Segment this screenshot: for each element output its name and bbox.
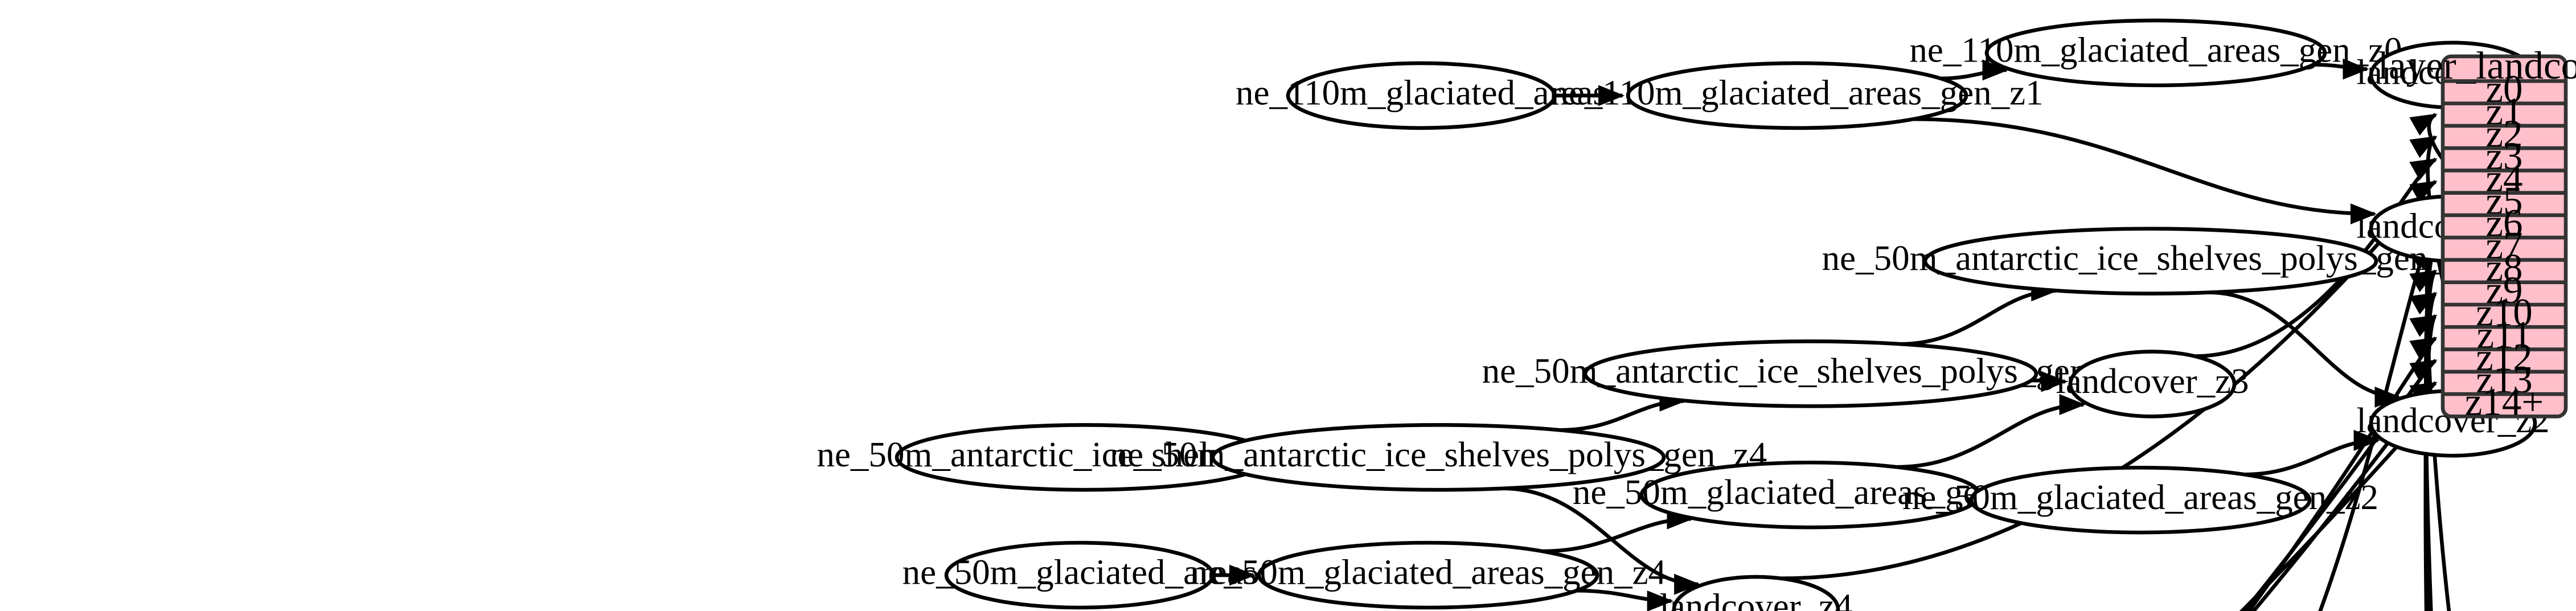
node-ne_110m_glaciated_areas[interactable]: ne_110m_glaciated_areas — [1236, 61, 1607, 130]
node-label-landcover_z4: landcover_z4 — [1659, 587, 1852, 611]
layer-table-row-z14+[interactable]: z14+ — [2465, 380, 2544, 424]
edge-osm_landcover_polygon-to-layer_landcover_z14_ — [2239, 403, 2438, 611]
node-label-ne_50m_glaciated_areas_gen_z2: ne_50m_glaciated_areas_gen_z2 — [1902, 477, 2378, 517]
edge-ne_50m_antarctic_ice_shelves_polys_gen_z4-to-ne_50m_antarctic_ice_shelves_polys_gen_z3 — [1560, 390, 1686, 432]
node-shape-ne_110m_glaciated_areas_gen_z1 — [1626, 61, 1968, 130]
node-label-ne_110m_glaciated_areas: ne_110m_glaciated_areas — [1236, 73, 1607, 113]
edge-ne_50m_antarctic_ice_shelves_polys_gen_z2-to-landcover_z2 — [2209, 290, 2401, 408]
node-label-ne_50m_glaciated_areas: ne_50m_glaciated_areas — [903, 552, 1257, 592]
node-ne_50m_antarctic_ice_shelves_polys_gen_z2[interactable]: ne_50m_antarctic_ice_shelves_polys_gen_z… — [1822, 227, 2480, 296]
nodes-layer: imposm3osm_landcover_polygonsimplify_vw_… — [817, 18, 2550, 611]
edge-ne_50m_glaciated_areas_gen_z4-to-landcover_z4 — [1577, 588, 1673, 611]
node-shape-ne_110m_glaciated_areas_gen_z0 — [1984, 18, 2327, 88]
node-ne_50m_glaciated_areas[interactable]: ne_50m_glaciated_areas — [903, 540, 1257, 610]
node-landcover_z4[interactable]: landcover_z4 — [1659, 575, 1853, 611]
layer-landcover-table: layer_landcoverz0z1z2z3z4z5z6z7z8z9z10z1… — [2378, 44, 2576, 424]
edge-ne_50m_glaciated_areas_gen_z4-to-ne_50m_glaciated_areas_gen_z3 — [1542, 508, 1693, 553]
node-ne_50m_antarctic_ice_shelves_polys_gen_z4[interactable]: ne_50m_antarctic_ice_shelves_polys_gen_z… — [1110, 423, 1767, 492]
edge-ne_110m_glaciated_areas_gen_z1-to-ne_110m_glaciated_areas_gen_z0 — [1941, 59, 2009, 81]
edge-ne_50m_antarctic_ice_shelves_polys_gen_z3-to-landcover_z3 — [2031, 371, 2068, 392]
edge-ne_50m_antarctic_ice_shelves_polys_gen_z4-to-landcover_z4 — [1503, 486, 1701, 595]
node-ne_110m_glaciated_areas_gen_z0[interactable]: ne_110m_glaciated_areas_gen_z0 — [1909, 18, 2402, 88]
node-ne_50m_glaciated_areas_gen_z4[interactable]: ne_50m_glaciated_areas_gen_z4 — [1190, 540, 1666, 610]
node-label-ne_50m_antarctic_ice_shelves_polys_gen_z4: ne_50m_antarctic_ice_shelves_polys_gen_z… — [1110, 434, 1767, 474]
edge-ne_110m_glaciated_areas_gen_z0-to-landcover_z0 — [2313, 58, 2369, 80]
edge-ne_110m_glaciated_areas_gen_z1-to-landcover_z1 — [1913, 117, 2377, 225]
node-label-ne_50m_antarctic_ice_shelves_polys_gen_z2: ne_50m_antarctic_ice_shelves_polys_gen_z… — [1822, 238, 2480, 278]
node-ne_50m_antarctic_ice_shelves_polys_gen_z3[interactable]: ne_50m_antarctic_ice_shelves_polys_gen_z… — [1482, 339, 2140, 408]
node-shape-ne_50m_antarctic_ice_shelves_polys_gen_z3 — [1583, 339, 2038, 408]
node-shape-ne_50m_glaciated_areas_gen_z4 — [1257, 540, 1599, 610]
node-ne_110m_glaciated_areas_gen_z1[interactable]: ne_110m_glaciated_areas_gen_z1 — [1550, 61, 2044, 130]
edge-osm_landcover_gen_z12-to-layer_landcover_z12 — [2242, 359, 2438, 611]
node-shape-ne_50m_antarctic_ice_shelves_polys_gen_z2 — [1923, 227, 2378, 296]
node-landcover_z3[interactable]: landcover_z3 — [2056, 350, 2249, 419]
node-ne_50m_glaciated_areas_gen_z3[interactable]: ne_50m_glaciated_areas_gen_z3 — [1573, 460, 2049, 530]
node-shape-ne_50m_glaciated_areas — [944, 540, 1215, 610]
node-shape-landcover_z3 — [2068, 350, 2237, 419]
edge-ne_50m_antarctic_ice_shelves_polys_gen_z3-to-ne_50m_antarctic_ice_shelves_polys_gen_z2 — [1900, 280, 2058, 346]
edges-layer — [1212, 58, 2534, 611]
node-ne_50m_glaciated_areas_gen_z2[interactable]: ne_50m_glaciated_areas_gen_z2 — [1902, 465, 2378, 535]
node-label-landcover_z3: landcover_z3 — [2056, 361, 2249, 401]
node-label-ne_110m_glaciated_areas_gen_z1: ne_110m_glaciated_areas_gen_z1 — [1550, 73, 2043, 113]
node-shape-landcover_z4 — [1672, 575, 1840, 611]
node-shape-ne_50m_glaciated_areas_gen_z2 — [1969, 465, 2312, 535]
node-label-ne_50m_antarctic_ice_shelves_polys_gen_z3: ne_50m_antarctic_ice_shelves_polys_gen_z… — [1482, 351, 2140, 391]
node-label-ne_50m_glaciated_areas_gen_z3: ne_50m_glaciated_areas_gen_z3 — [1573, 472, 2049, 512]
edge-osm_landcover_gen_z13-to-layer_landcover_z13 — [2251, 381, 2438, 611]
node-shape-ne_50m_antarctic_ice_shelves_polys_gen_z4 — [1211, 423, 1666, 492]
node-shape-ne_110m_glaciated_areas — [1286, 61, 1557, 130]
node-label-ne_50m_glaciated_areas_gen_z4: ne_50m_glaciated_areas_gen_z4 — [1190, 552, 1666, 592]
edge-ne_50m_glaciated_areas_gen_z3-to-landcover_z3 — [1897, 394, 2086, 469]
edge-ne_50m_glaciated_areas_gen_z2-to-landcover_z2 — [2244, 429, 2380, 477]
node-label-ne_110m_glaciated_areas_gen_z0: ne_110m_glaciated_areas_gen_z0 — [1909, 30, 2402, 70]
